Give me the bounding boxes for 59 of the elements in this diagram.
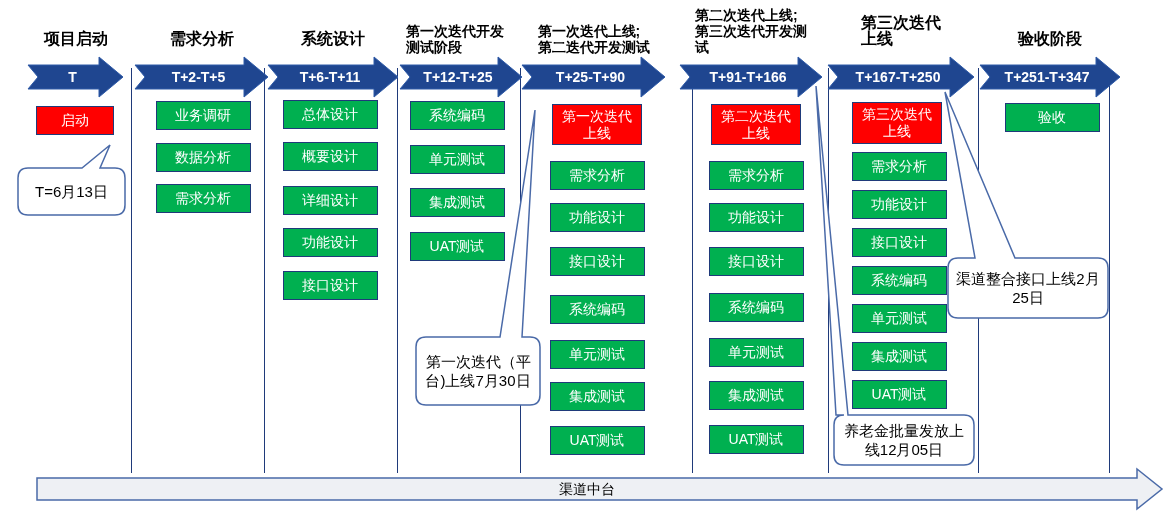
task-box: 概要设计 [282, 142, 378, 171]
task-box: 集成测试 [549, 382, 645, 411]
phase-heading: 需求分析 [169, 31, 234, 49]
time-range-label: T+167-T+250 [855, 69, 941, 85]
phase-heading: 第三次迭代上线 [861, 15, 941, 49]
task-box: 数据分析 [155, 143, 251, 172]
task-box: 接口设计 [708, 247, 804, 276]
phase-heading: 第二次迭代上线;第三次迭代开发测试 [695, 7, 807, 55]
milestone-box: 启动 [36, 106, 114, 135]
task-box: 详细设计 [282, 186, 378, 215]
task-box: 单元测试 [851, 304, 947, 333]
task-box: UAT测试 [409, 232, 505, 261]
task-box: 集成测试 [409, 188, 505, 217]
task-box: 单元测试 [409, 145, 505, 174]
task-box: 功能设计 [549, 203, 645, 232]
task-box: UAT测试 [708, 425, 804, 454]
phase-heading: 系统设计 [301, 31, 365, 49]
task-box: 功能设计 [851, 190, 947, 219]
time-range-label: T+6-T+11 [299, 69, 361, 85]
task-box: 业务调研 [155, 101, 251, 130]
phase-heading: 项目启动 [43, 31, 108, 49]
phase-heading: 验收阶段 [1018, 31, 1082, 49]
task-box: 功能设计 [282, 228, 378, 257]
callout-text: T=6月13日 [35, 182, 108, 201]
callout-text: 养老金批量发放上线12月05日 [843, 421, 965, 459]
task-box: 接口设计 [549, 247, 645, 276]
time-range-label: T+12-T+25 [423, 69, 493, 85]
time-range-label: T+91-T+166 [709, 69, 787, 85]
phase-heading: 第一次迭代上线;第二迭代开发测试 [537, 23, 650, 55]
task-box: 单元测试 [549, 340, 645, 369]
time-range-label: T+25-T+90 [555, 69, 626, 85]
callout-text: 渠道整合接口上线2月25日 [955, 269, 1101, 307]
task-box: 系统编码 [708, 293, 804, 322]
task-box: 总体设计 [282, 100, 378, 129]
task-box: 需求分析 [851, 152, 947, 181]
task-box: 接口设计 [851, 228, 947, 257]
task-box: 集成测试 [851, 342, 947, 371]
time-range-label: T [68, 69, 77, 85]
task-box: 单元测试 [708, 338, 804, 367]
milestone-box: 第一次迭代上线 [552, 104, 642, 145]
task-box: 系统编码 [549, 295, 645, 324]
time-range-label: T+2-T+5 [171, 69, 226, 85]
task-box: 集成测试 [708, 381, 804, 410]
time-range-label: T+251-T+347 [1004, 69, 1090, 85]
task-box: 系统编码 [851, 266, 947, 295]
task-box: 功能设计 [708, 203, 804, 232]
milestone-box: 第二次迭代上线 [711, 104, 801, 145]
milestone-box: 第三次迭代上线 [852, 102, 942, 144]
phase-heading: 第一次迭代开发测试阶段 [406, 23, 505, 55]
task-box: 需求分析 [155, 184, 251, 213]
task-box: 验收 [1004, 103, 1100, 132]
platform-label: 渠道中台 [559, 479, 615, 499]
task-box: 需求分析 [708, 161, 804, 190]
task-box: UAT测试 [549, 426, 645, 455]
task-box: 接口设计 [282, 271, 378, 300]
callout-text: 第一次迭代（平台)上线7月30日 [424, 352, 532, 390]
task-box: UAT测试 [851, 380, 947, 409]
task-box: 系统编码 [409, 101, 505, 130]
task-box: 需求分析 [549, 161, 645, 190]
